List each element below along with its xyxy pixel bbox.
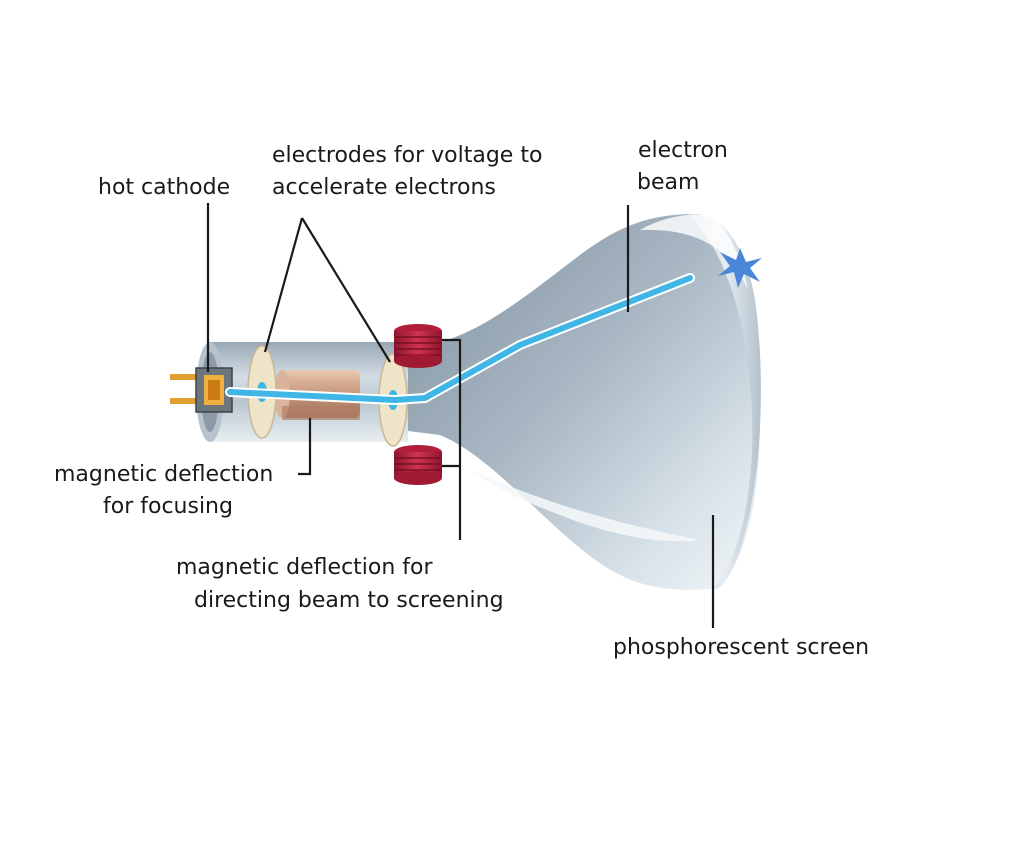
label-electrodes-line1: electrodes for voltage to bbox=[272, 143, 543, 168]
label-electron-beam-line1: electron bbox=[638, 138, 728, 163]
leader-focusing bbox=[298, 418, 312, 476]
phosphorescent-screen bbox=[640, 213, 761, 590]
leader-directing bbox=[442, 338, 462, 540]
label-electrodes-line2: accelerate electrons bbox=[272, 175, 496, 200]
deflection-coil-top bbox=[394, 324, 442, 368]
leader-lines bbox=[206, 203, 715, 628]
label-focusing-line1: magnetic deflection bbox=[54, 462, 274, 487]
label-directing-line2: directing beam to screening bbox=[194, 588, 504, 613]
label-electron-beam-line2: beam bbox=[637, 170, 700, 195]
label-hot-cathode: hot cathode bbox=[98, 175, 231, 200]
electron-beam bbox=[225, 273, 695, 405]
label-phosphorescent-screen: phosphorescent screen bbox=[613, 635, 870, 660]
label-focusing-line2: for focusing bbox=[103, 494, 233, 519]
leader-electrode-1 bbox=[263, 217, 304, 353]
deflection-coil-bottom bbox=[394, 445, 442, 485]
leader-electrode-2 bbox=[301, 217, 391, 363]
tube-funnel bbox=[400, 214, 760, 590]
label-directing-line1: magnetic deflection for bbox=[176, 555, 433, 580]
star-burst-icon bbox=[718, 248, 762, 288]
hot-cathode bbox=[170, 367, 233, 413]
